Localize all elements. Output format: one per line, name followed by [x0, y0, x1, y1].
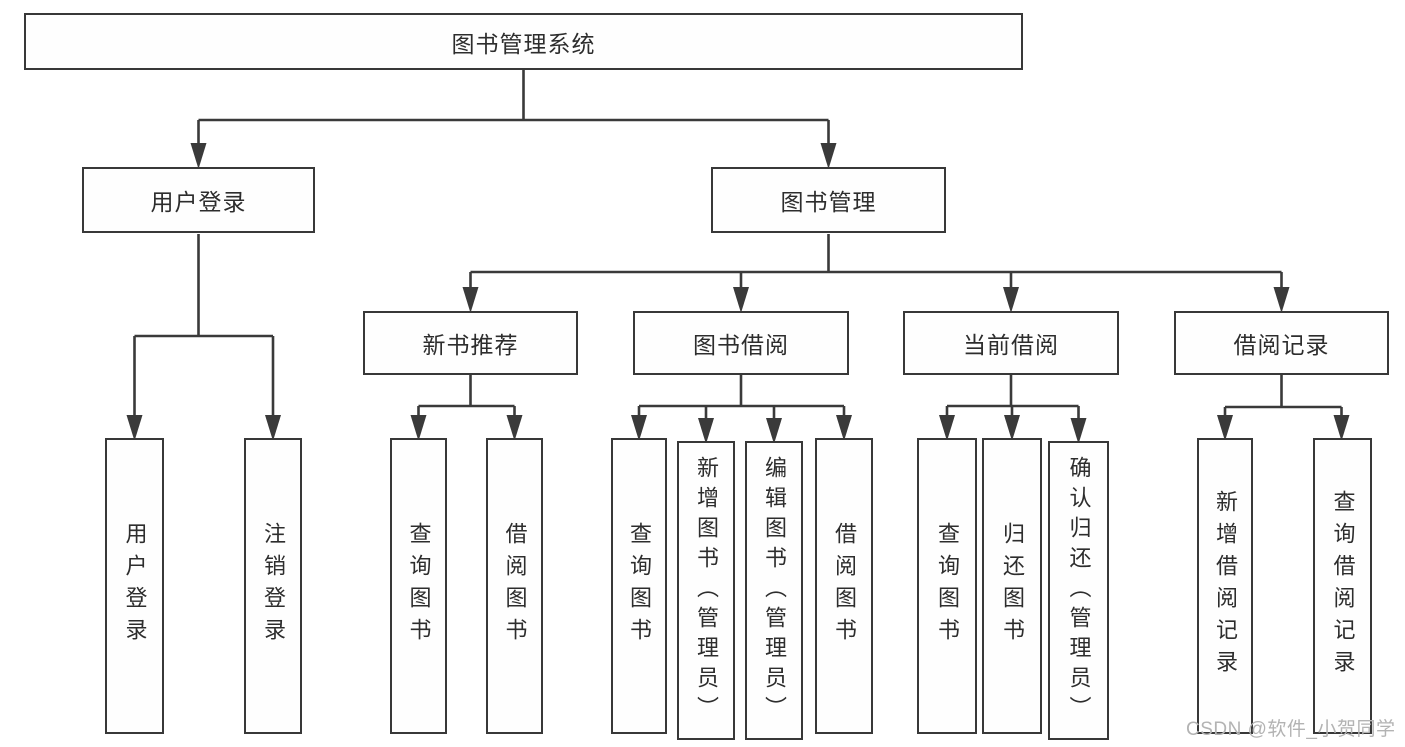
node-new-book-recommend: 新书推荐 [363, 311, 578, 375]
node-root: 图书管理系统 [24, 13, 1023, 70]
node-borrow-records: 借阅记录 [1174, 311, 1389, 375]
leaf-confirm-return-admin: 确认归还（管理员） [1048, 441, 1109, 740]
leaf-query-books-recommend-label: 查询图书 [406, 522, 432, 650]
leaf-query-borrow-record: 查询借阅记录 [1313, 438, 1372, 734]
node-book-borrowing: 图书借阅 [633, 311, 849, 375]
leaf-borrow-books-recommend: 借阅图书 [486, 438, 543, 734]
node-book-management: 图书管理 [711, 167, 946, 233]
node-user-login: 用户登录 [82, 167, 315, 233]
leaf-add-borrow-record-label: 新增借阅记录 [1213, 490, 1238, 682]
leaf-add-books-admin-label: 新增图书（管理员） [694, 455, 719, 726]
leaf-query-books-borrow: 查询图书 [611, 438, 667, 734]
node-current-borrowing: 当前借阅 [903, 311, 1119, 375]
leaf-edit-books-admin: 编辑图书（管理员） [745, 441, 803, 740]
leaf-confirm-return-admin-label: 确认归还（管理员） [1066, 455, 1092, 726]
leaf-borrow-books-label: 借阅图书 [832, 522, 857, 650]
leaf-borrow-books-recommend-label: 借阅图书 [502, 522, 528, 650]
leaf-return-books-label: 归还图书 [1000, 522, 1025, 650]
leaf-return-books: 归还图书 [982, 438, 1042, 734]
leaf-logout-label: 注销登录 [261, 522, 286, 650]
leaf-query-books-borrow-label: 查询图书 [627, 522, 652, 650]
leaf-add-books-admin: 新增图书（管理员） [677, 441, 735, 740]
csdn-watermark: CSDN @软件_小贺同学 [1186, 719, 1396, 740]
leaf-query-books-current-label: 查询图书 [935, 522, 960, 650]
leaf-borrow-books: 借阅图书 [815, 438, 873, 734]
leaf-query-books-recommend: 查询图书 [390, 438, 447, 734]
leaf-user-login-label: 用户登录 [122, 522, 148, 650]
leaf-query-books-current: 查询图书 [917, 438, 977, 734]
leaf-user-login: 用户登录 [105, 438, 164, 734]
leaf-edit-books-admin-label: 编辑图书（管理员） [762, 455, 787, 726]
leaf-add-borrow-record: 新增借阅记录 [1197, 438, 1253, 734]
leaf-logout: 注销登录 [244, 438, 302, 734]
leaf-query-borrow-record-label: 查询借阅记录 [1330, 490, 1356, 682]
